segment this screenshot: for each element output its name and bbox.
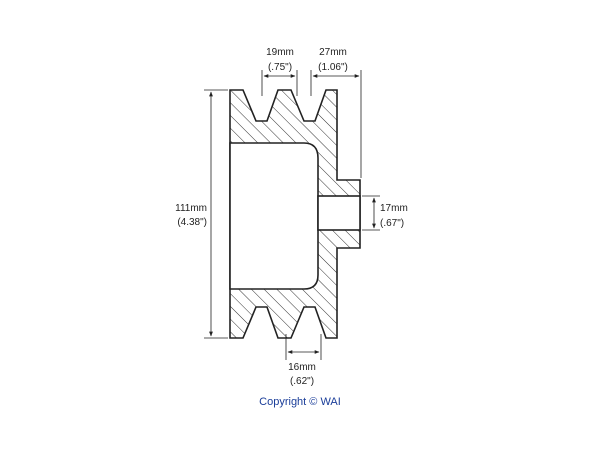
dimension-height: 111mm (4.38") [175, 89, 228, 339]
dimension-bottom: 16mm (.62") [285, 334, 322, 387]
dimension-top-left-inch: (.75") [268, 62, 292, 73]
dimension-top-right-inch: (1.06") [318, 62, 348, 73]
dimension-hub-mm: 17mm [380, 203, 408, 214]
pulley-cavity [229, 142, 319, 290]
dimension-top-left: 19mm (.75") [261, 47, 298, 96]
dimension-bottom-inch: (.62") [290, 376, 314, 387]
dimension-height-inch: (4.38") [177, 217, 207, 228]
dimension-height-mm: 111mm [175, 203, 207, 214]
dimension-top-right: 27mm (1.06") [310, 47, 362, 178]
dimension-hub-inch: (.67") [380, 218, 404, 229]
dimension-hub: 17mm (.67") [362, 195, 408, 231]
dimension-top-right-mm: 27mm [319, 47, 347, 58]
dimension-top-left-mm: 19mm [266, 47, 294, 58]
hub-bore [317, 195, 361, 231]
dimension-bottom-mm: 16mm [288, 362, 316, 373]
copyright-text: Copyright © WAI [259, 396, 341, 408]
